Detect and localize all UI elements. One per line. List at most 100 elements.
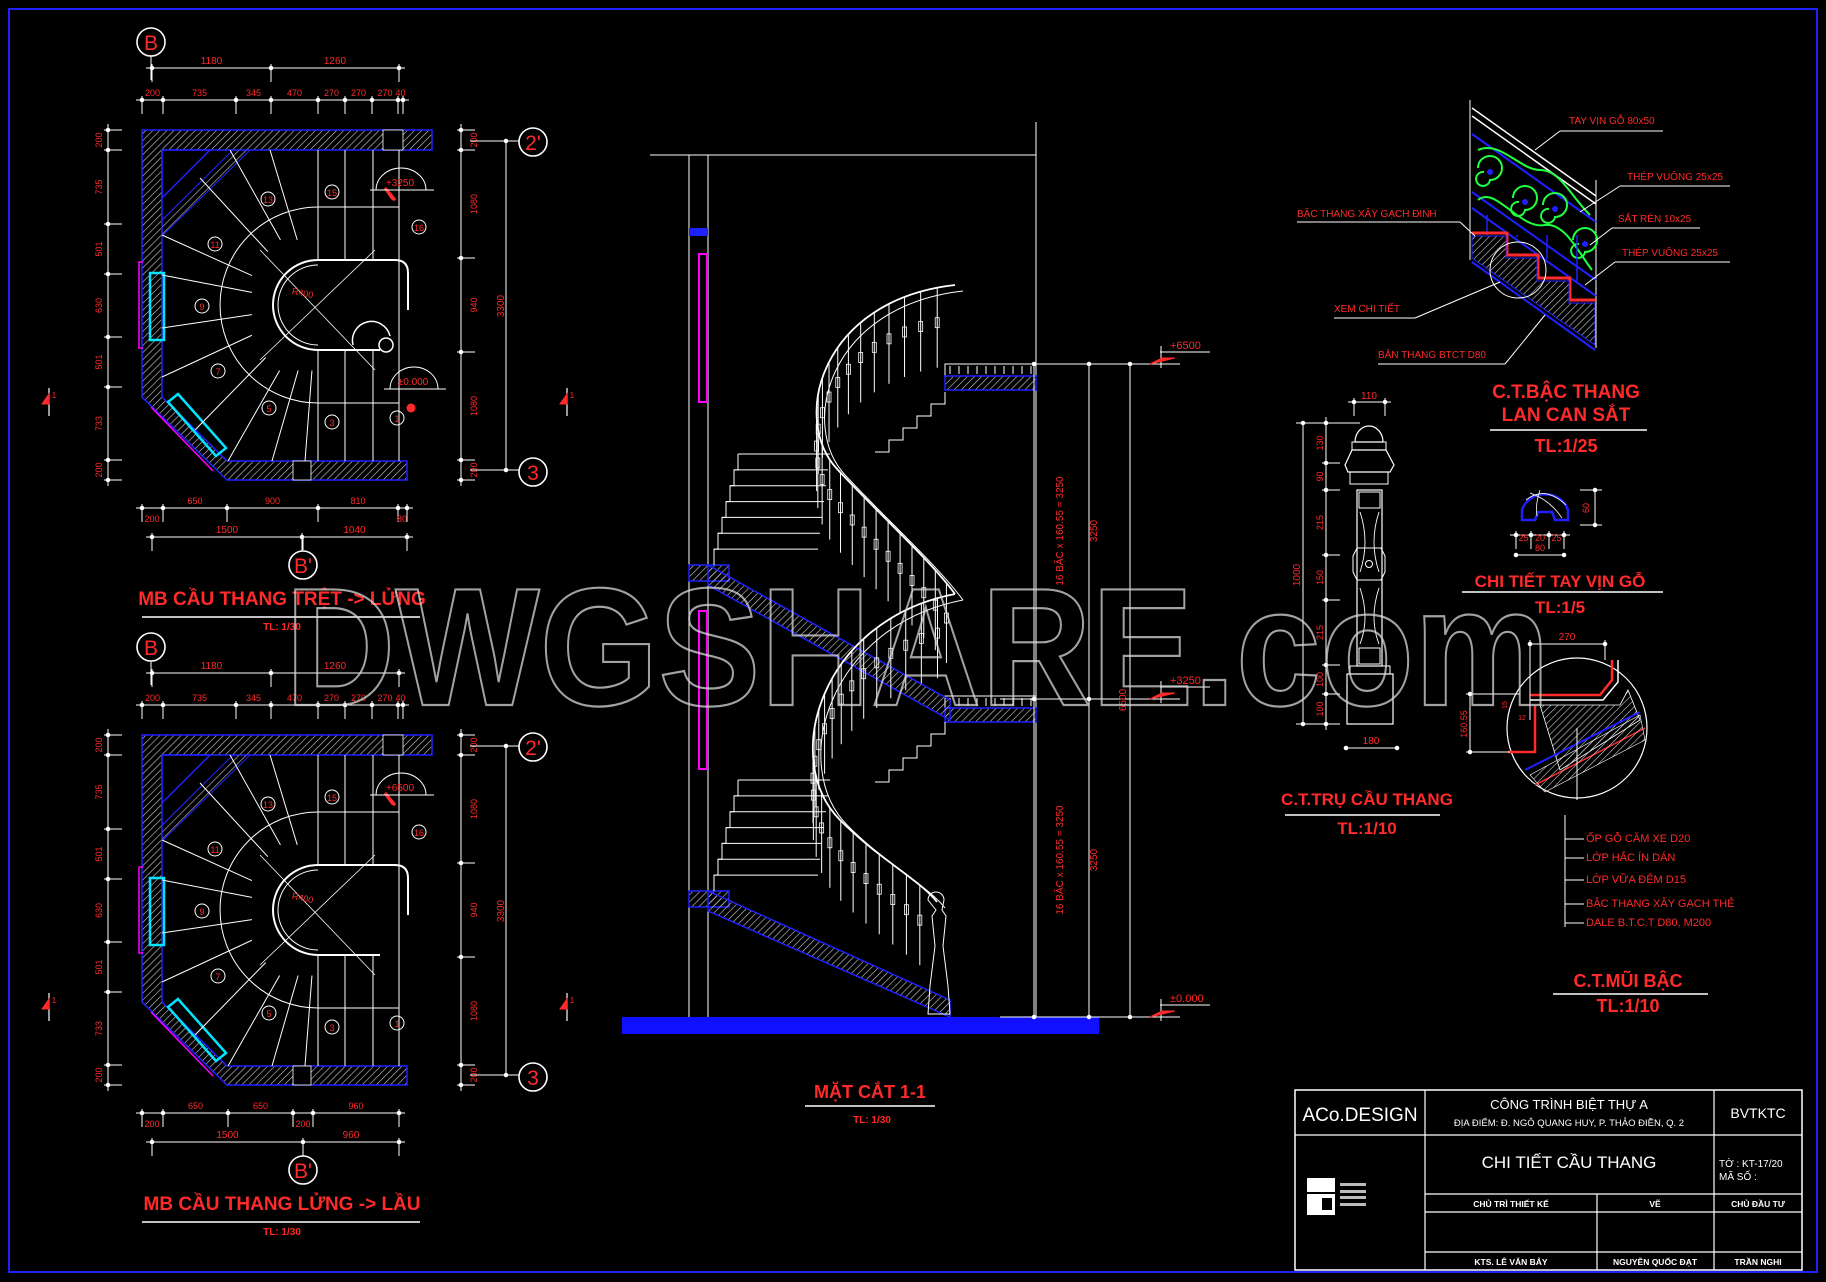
grid-bubble-right-top-label: 2': [525, 737, 541, 760]
dimension-text: 80: [1535, 543, 1545, 553]
grid-bubble-bottom-label: B': [294, 555, 312, 578]
level-label: ±0.000: [398, 377, 429, 388]
grid-bubble-right-top: [518, 127, 548, 157]
diagonal-axis: [259, 249, 376, 361]
lintel: [689, 228, 708, 236]
wood-grain: [1525, 489, 1567, 519]
baluster-knuckle: [888, 647, 894, 659]
dimension-text: 215: [1315, 515, 1325, 530]
dimension-text: 1080: [469, 194, 479, 214]
contact-info-text: [1340, 1190, 1366, 1193]
dimension-text: 270: [351, 88, 366, 98]
dimension-text: 345: [246, 88, 261, 98]
dimension-text: 80: [397, 514, 407, 524]
dimension-text: 630: [94, 298, 104, 313]
up-arrow-icon: [383, 187, 397, 202]
step-number: 7: [215, 972, 220, 982]
dimension-text: 900: [265, 496, 280, 506]
door-jamb: [292, 460, 312, 481]
dimension-text: 160.55: [1459, 710, 1469, 738]
drawing-title: CHI TIẾT CẦU THANG: [1482, 1153, 1657, 1172]
dimension-text: 100: [1315, 701, 1325, 716]
level-triangle-icon: [1149, 357, 1176, 365]
dimension-text: 270: [324, 693, 339, 703]
watermark-logo: DWGSHARE.com: [285, 553, 1550, 741]
nosing-wood: [1530, 660, 1614, 697]
level-label: +6500: [1170, 340, 1201, 352]
winder-line: [304, 975, 313, 1067]
dimension-text: 960: [343, 1130, 360, 1141]
dimension-text: 810: [350, 496, 365, 506]
step-number: 1: [394, 1019, 399, 1029]
dimension-text: 40: [395, 88, 405, 98]
grid-bubble-top-label: B: [144, 637, 158, 660]
stage-code: BVTKTC: [1730, 1105, 1785, 1121]
door-jamb: [382, 129, 404, 151]
dimension-text: 733: [94, 416, 104, 431]
post-panel: [1358, 647, 1381, 665]
baluster-knuckle: [819, 822, 825, 834]
plan-title: MB CẦU THANG TRỆT -> LỬNG: [138, 588, 426, 610]
detail-title: LAN CAN SẮT: [1502, 404, 1631, 426]
baluster-knuckle: [819, 474, 825, 485]
winder-line: [161, 879, 252, 898]
step-number: 9: [199, 302, 204, 312]
handrail-inner: [277, 264, 319, 346]
dimension-text: 1040: [343, 525, 366, 536]
baluster-knuckle: [810, 789, 816, 801]
section-marker-label: 1: [570, 391, 575, 400]
wrought-iron-scroll: [1540, 192, 1568, 224]
stair-slab: [707, 563, 951, 722]
window-glass-diagonal: [166, 392, 228, 458]
handrail-line: [1471, 115, 1597, 205]
ground-slab: [622, 1017, 1099, 1034]
baluster-knuckle: [874, 657, 880, 669]
wrought-iron-scroll: [1570, 227, 1598, 259]
step-number-circle: [324, 789, 340, 805]
step-number-circle: [324, 414, 340, 430]
grid-bubble-right-bottom: [518, 1062, 548, 1092]
plan-scale: TL: 1/30: [263, 1227, 301, 1238]
layer-label: LỚP VỮA ĐỆM D15: [1586, 873, 1686, 886]
grid-bubble-bottom: [288, 550, 318, 580]
step-number-circle: [411, 824, 427, 840]
step-number-circle: [260, 796, 276, 812]
stair-wall: [141, 734, 433, 1086]
post-base: [1346, 673, 1394, 725]
sheet-number: TỜ : KT-17/20: [1719, 1157, 1783, 1170]
winder-line: [304, 370, 313, 462]
project-address: ĐỊA ĐIỂM: Đ. NGÔ QUANG HUY, P. THẢO ĐIỀN…: [1454, 1117, 1684, 1129]
dimension-text: 200: [94, 462, 104, 477]
stair-profile: [875, 722, 946, 783]
post-cap-dome: [1354, 425, 1384, 443]
dimension-text: 200: [469, 737, 479, 752]
baluster-knuckle: [909, 575, 915, 586]
layer-label: DALE B.T.C.T D80, M200: [1586, 917, 1711, 929]
step-number: 3: [329, 418, 334, 428]
dimension-text: 501: [94, 241, 104, 256]
step-number-circle: [210, 363, 226, 379]
baluster-knuckle: [815, 457, 821, 469]
baluster-knuckle: [918, 633, 924, 644]
dimension-text: 1080: [469, 799, 479, 819]
window-glass-left: [148, 271, 166, 342]
level-triangle-icon: [1149, 692, 1176, 700]
wrought-iron-scroll: [1510, 185, 1538, 217]
stair-profile: [713, 780, 739, 891]
dimension-text: 270: [377, 88, 392, 98]
baluster-knuckle: [827, 837, 833, 849]
dimension-text: 25: [1518, 533, 1528, 543]
step-number: 15: [327, 793, 337, 803]
post-medallion-center: [1365, 560, 1373, 568]
corner-infill: [161, 754, 212, 805]
window-frame-left: [138, 866, 143, 954]
slab-line: [1524, 711, 1641, 771]
dimension-tick: [1513, 552, 1519, 558]
stairwell-handrail: [272, 259, 409, 351]
step-number-circle: [194, 298, 210, 314]
section-title: MẶT CẮT 1-1: [814, 1081, 926, 1102]
callout-label: THÉP VUÔNG 25x25: [1627, 170, 1723, 183]
